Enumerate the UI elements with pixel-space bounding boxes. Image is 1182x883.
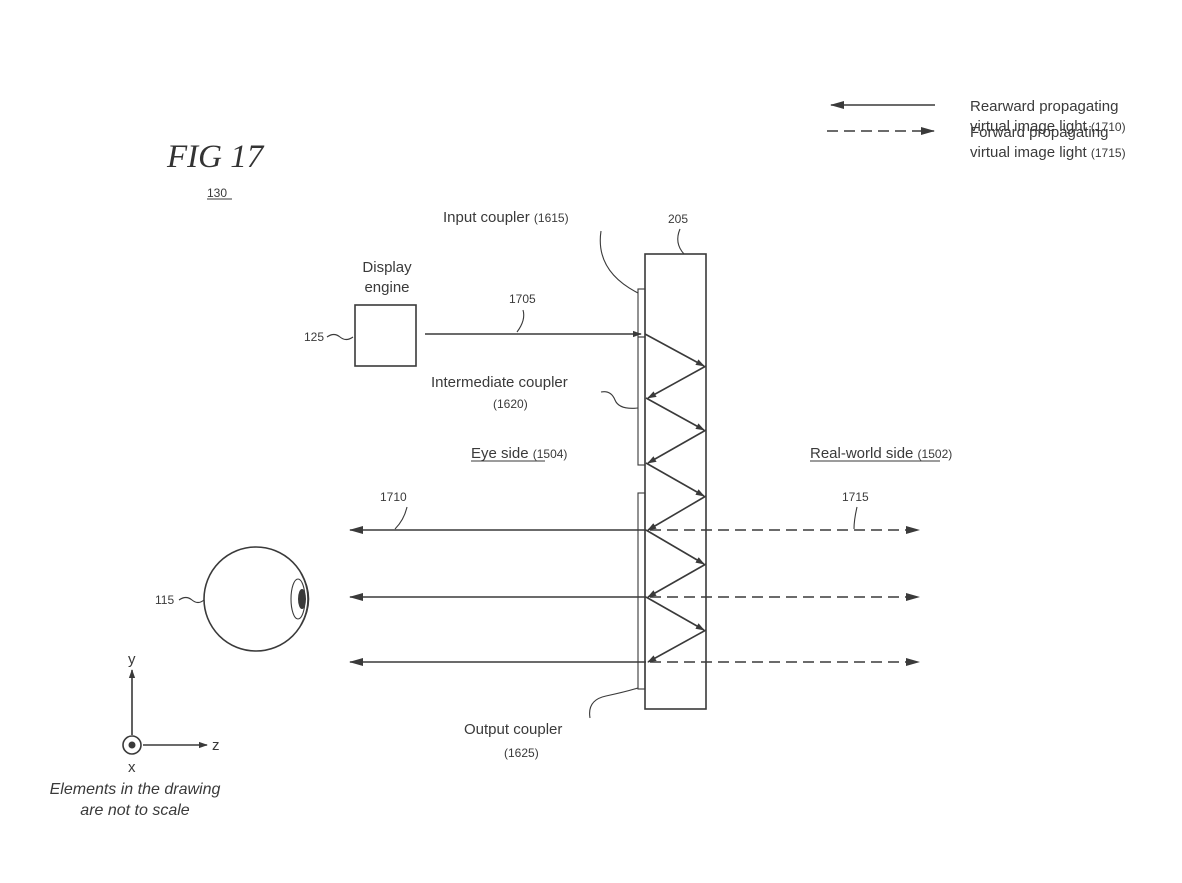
figure-ref: 130 [207,186,227,200]
real-world-side-label: Real-world side (1502) [810,445,952,462]
pupil [298,589,306,609]
eye-ref: 115 [155,593,174,607]
waveguide-slab [644,253,707,710]
waveguide-zigzag [644,333,707,663]
zigzag-ray [647,365,707,399]
forward-rays [650,526,920,666]
x-axis-dot [128,741,136,749]
scale-note-line1: Elements in the drawing [50,781,221,798]
display-engine-ref: 125 [304,330,324,344]
figure-title: FIG 17 [166,139,265,175]
x-axis-label: x [128,759,136,776]
display-engine: Display engine 125 [304,259,417,367]
zigzag-ray [647,429,707,464]
output-coupler-leader [589,687,639,719]
waveguide-leader [677,228,685,255]
zigzag-ray [645,596,705,631]
rearward-ray-leader [394,506,408,530]
input-ray-ref: 1705 [509,292,536,306]
eye-leader [178,596,205,604]
scale-note-line2: are not to scale [80,802,190,819]
z-axis-label: z [212,737,220,754]
output-coupler-plate [637,492,646,690]
zigzag-ray [647,563,707,598]
waveguide-ref: 205 [668,212,688,226]
x-axis-circle [122,735,142,755]
zigzag-ray [647,629,707,663]
zigzag-ray [645,529,705,565]
input-coupler-label: Input coupler (1615) [443,209,569,226]
legend-forward-line2: virtual image light (1715) [970,144,1126,161]
display-engine-label-line1: Display [362,259,412,276]
intermediate-coupler-label: Intermediate coupler [431,374,568,391]
forward-ray-leader [853,506,858,530]
output-coupler-ref: (1625) [504,746,539,760]
intermediate-coupler-plate [637,336,646,466]
input-coupler-leader [599,230,639,294]
cornea [300,572,310,626]
intermediate-coupler-leader [600,391,639,409]
zigzag-ray [647,495,707,531]
intermediate-coupler-ref: (1620) [493,397,528,411]
zigzag-ray [645,462,705,497]
display-engine-leader [326,333,354,341]
waveguide: 205 [644,212,707,710]
forward-ray-ref: 1715 [842,490,869,504]
legend-rearward-line1: Rearward propagating [970,98,1118,115]
zigzag-ray [645,397,705,431]
y-axis-label: y [128,651,136,668]
eye-side-label: Eye side (1504) [471,445,567,462]
legend-forward-line1: Forward propagating [970,124,1108,141]
display-engine-label-line2: engine [364,279,409,296]
rearward-rays [349,526,646,666]
coordinate-axes: y z x [122,651,220,776]
eyeball [203,546,309,652]
zigzag-ray [644,333,705,367]
input-ray-leader [516,309,525,333]
legend: Rearward propagating virtual image light… [827,98,1126,161]
input-coupler-plate [637,288,646,338]
display-engine-box [354,304,417,367]
legend-rearward-line2: virtual image light (1710) [970,118,1126,135]
eye: 115 [155,546,310,652]
rearward-ray-ref: 1710 [380,490,407,504]
output-coupler-label: Output coupler [464,721,562,738]
